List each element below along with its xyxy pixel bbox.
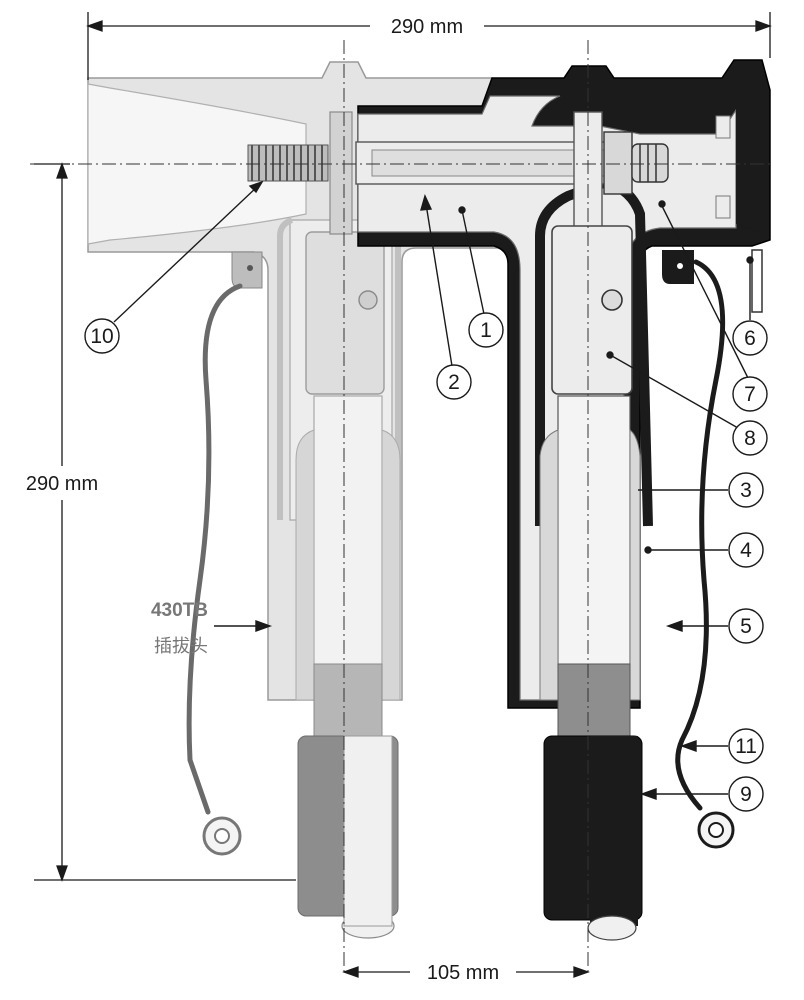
callout-9: 9 [728, 776, 764, 812]
dimension-bottom-spacing: 105 mm [427, 962, 499, 984]
side-label-description: 插拔头 [154, 636, 208, 656]
light-connector-conductor [313, 395, 383, 667]
callout-3: 3 [728, 472, 764, 508]
dimension-height: 290 mm [26, 473, 98, 495]
dark-connector-semicon [557, 663, 631, 737]
dark-connector-conductor [557, 395, 631, 667]
dark-connector [355, 59, 771, 941]
svg-text:2: 2 [448, 371, 460, 394]
svg-text:9: 9 [740, 783, 752, 806]
leader-lines [113, 180, 754, 800]
light-connector-semicon [313, 663, 383, 737]
callout-10: 10 [84, 318, 120, 354]
svg-text:11: 11 [735, 735, 757, 758]
side-label-model: 430TB [151, 600, 208, 621]
svg-text:1: 1 [480, 319, 492, 342]
svg-text:7: 7 [744, 383, 756, 406]
dark-connector-threaded-end [631, 143, 669, 183]
callout-5: 5 [728, 608, 764, 644]
light-connector-lug-bolt [358, 290, 378, 310]
callout-8: 8 [732, 420, 768, 456]
dimension-lines [34, 12, 772, 978]
dark-connector-cap-tab [751, 249, 763, 313]
light-connector-earth-bracket [231, 251, 263, 289]
callout-1: 1 [468, 312, 504, 348]
svg-text:4: 4 [740, 539, 752, 562]
svg-text:8: 8 [744, 427, 756, 450]
dark-connector-earth-wire [675, 259, 726, 811]
callout-2: 2 [436, 364, 472, 400]
svg-text:5: 5 [740, 615, 752, 638]
light-connector-lug [305, 231, 385, 395]
light-connector-mouth [87, 83, 307, 245]
light-connector-stress-cone [295, 429, 401, 701]
dark-connector-cable-end [587, 915, 637, 941]
dark-connector-lug-bolt [601, 289, 623, 311]
light-connector-earth-wire [186, 283, 243, 815]
callout-7: 7 [732, 376, 768, 412]
dimension-top-width: 290 mm [391, 16, 463, 38]
svg-text:3: 3 [740, 479, 752, 502]
callout-11: 11 [728, 728, 764, 764]
callout-4: 4 [728, 532, 764, 568]
centerlines [30, 40, 770, 975]
svg-text:10: 10 [90, 325, 113, 348]
dark-connector-nut [603, 131, 633, 195]
callouts: 10 1 2 6 7 8 3 4 [84, 312, 768, 812]
light-connector-stud [329, 111, 353, 235]
dark-connector-lug [551, 225, 633, 395]
svg-text:6: 6 [744, 327, 756, 350]
callout-6: 6 [732, 320, 768, 356]
dark-connector-end-cap [736, 88, 760, 232]
